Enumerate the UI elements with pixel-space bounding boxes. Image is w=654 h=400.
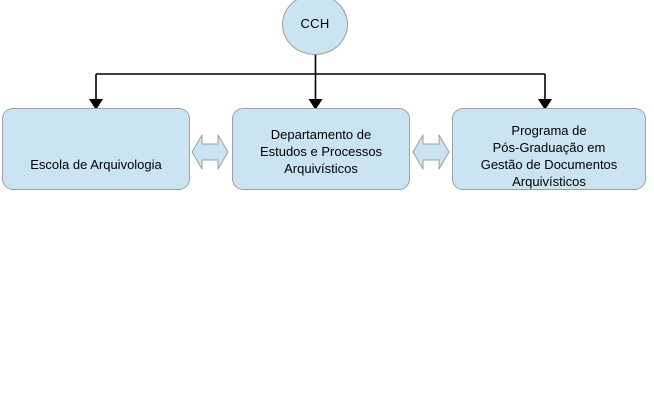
double-arrow-icon (412, 134, 450, 170)
link-departamento-programa[interactable] (412, 132, 450, 172)
node-cch-label: CCH (300, 16, 330, 32)
node-escola-de-arquivologia[interactable]: Escola de Arquivologia (2, 108, 190, 190)
node-programa-label: Programa de Pós-Graduação em Gestão de D… (480, 123, 618, 189)
node-departamento-de-estudos-e-processos-arquivisticos[interactable]: Departamento de Estudos e Processos Arqu… (232, 108, 410, 190)
node-programa-de-pos-graduacao-em-gestao-de-documentos[interactable]: Programa de Pós-Graduação em Gestão de D… (452, 108, 646, 190)
node-departamento-label: Departamento de Estudos e Processos Arqu… (259, 127, 383, 176)
double-arrow-icon (191, 134, 229, 170)
node-cch[interactable]: CCH (282, 0, 348, 55)
link-escola-departamento[interactable] (191, 132, 229, 172)
node-escola-de-arquivologia-label: Escola de Arquivologia (30, 157, 162, 172)
